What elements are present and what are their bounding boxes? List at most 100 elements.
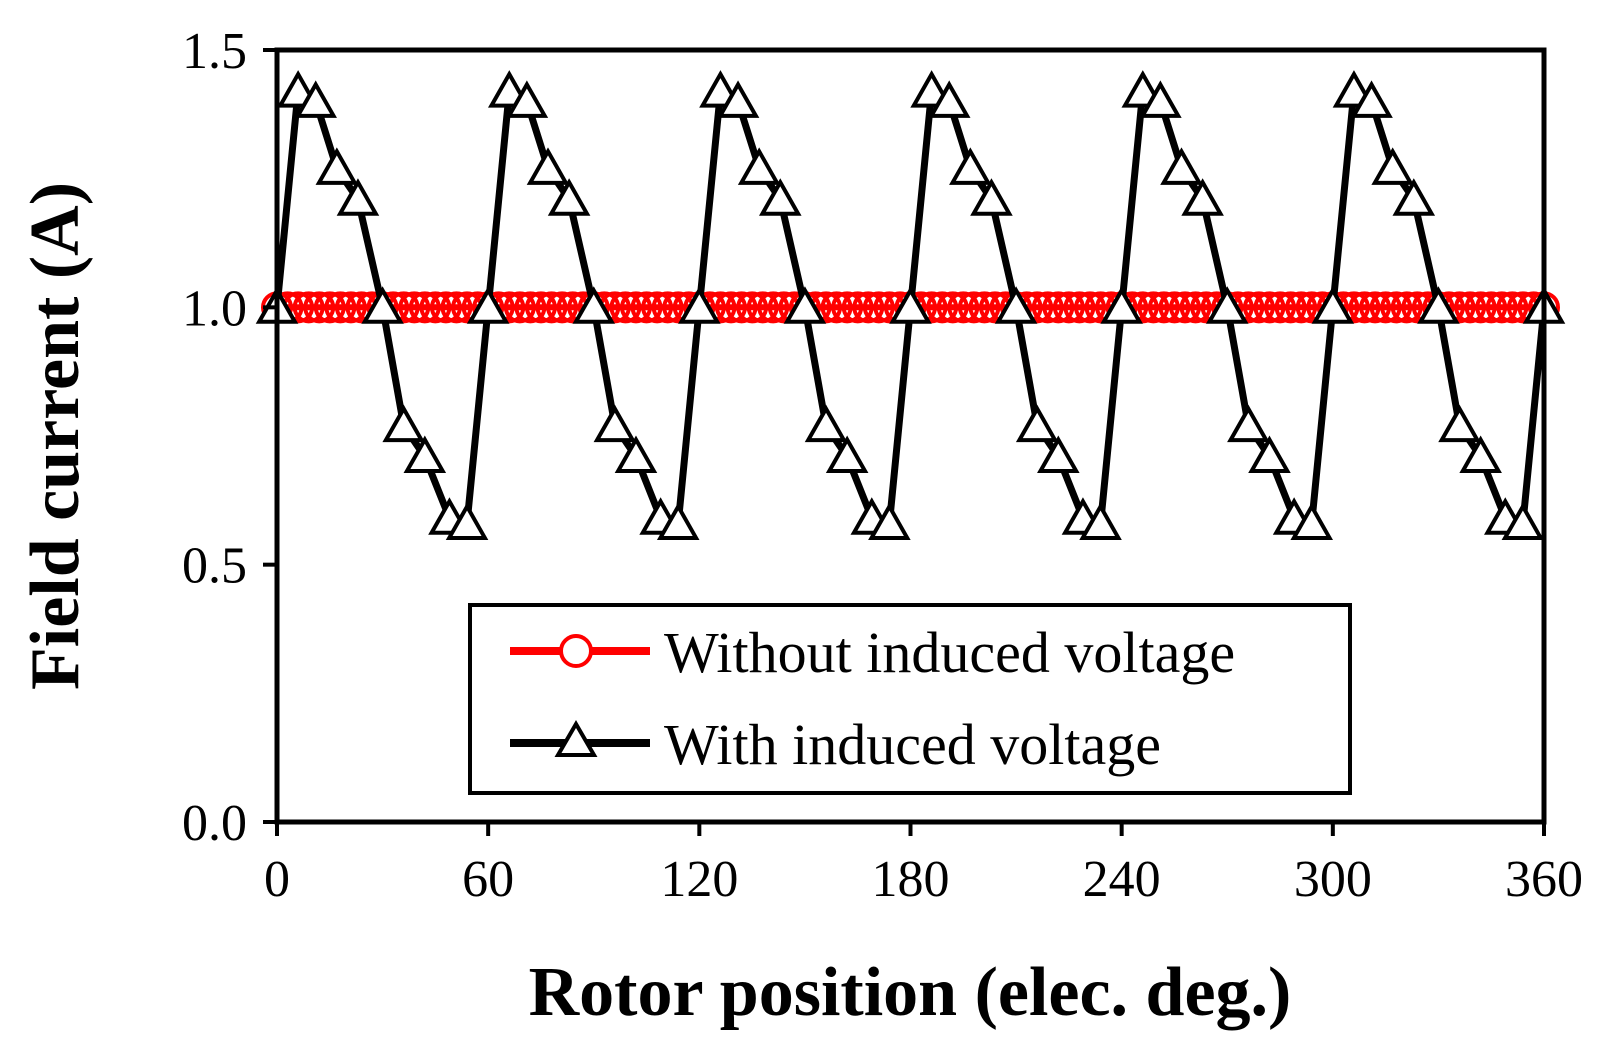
data-point-with-induced-voltage [804,404,848,443]
legend-box [468,603,1352,795]
data-point-with-induced-voltage [1205,286,1249,324]
data-point-without-induced-voltage [1348,291,1381,324]
data-point-with-induced-voltage [678,286,721,324]
data-point-with-induced-voltage [547,178,591,216]
data-point-with-induced-voltage [868,502,911,540]
y-tick-label: 1.0 [182,280,247,337]
data-point-with-induced-voltage [656,502,700,540]
data-point-with-induced-voltage [361,286,404,324]
data-point-with-induced-voltage [593,404,637,443]
y-tick-label: 0.0 [182,795,247,852]
data-point-without-induced-voltage [1359,291,1392,324]
x-tick-label: 0 [264,851,290,908]
data-point-without-induced-voltage [334,291,367,324]
data-point-without-induced-voltage [841,291,874,324]
data-point-with-induced-voltage [294,80,337,118]
data-point-without-induced-voltage [736,291,769,324]
data-point-without-induced-voltage [947,291,980,324]
data-point-without-induced-voltage [1274,291,1307,324]
data-point-without-induced-voltage [746,291,779,324]
data-point-with-induced-voltage [1015,404,1059,443]
x-tick-label: 60 [462,851,514,908]
data-point-with-induced-voltage [889,286,932,324]
data-point-without-induced-voltage [524,291,557,324]
data-point-without-induced-voltage [641,291,674,324]
data-point-without-induced-voltage [957,291,990,324]
data-point-without-induced-voltage [1073,291,1106,324]
data-point-with-induced-voltage [1037,435,1080,474]
data-point-with-induced-voltage [403,435,447,474]
data-point-without-induced-voltage [398,291,431,324]
series-layer [255,70,1566,540]
data-point-without-induced-voltage [1264,291,1297,324]
legend-marker-circle [559,634,593,668]
data-point-without-induced-voltage [1454,291,1487,324]
data-point-with-induced-voltage [445,502,489,540]
legend-entry-without-induced-voltage: Without induced voltage [510,620,1235,685]
data-point-without-induced-voltage [419,291,452,324]
data-point-with-induced-voltage [1438,404,1481,443]
series-with-induced-voltage [255,70,1566,540]
x-tick-label: 180 [872,851,950,908]
data-point-with-induced-voltage [758,178,802,216]
data-point-without-induced-voltage [1475,291,1508,324]
legend-entry-with-induced-voltage: With induced voltage [510,712,1161,777]
data-point-without-induced-voltage [651,291,684,324]
data-point-without-induced-voltage [1464,291,1497,324]
data-point-with-induced-voltage [1227,404,1270,443]
legend: Without induced voltage With induced vol… [468,603,1352,795]
data-point-without-induced-voltage [1496,291,1529,324]
data-point-without-induced-voltage [852,291,885,324]
data-point-with-induced-voltage [949,147,992,185]
data-point-without-induced-voltage [440,291,473,324]
data-point-without-induced-voltage [514,291,547,324]
data-point-with-induced-voltage [614,435,658,474]
legend-label-without-induced-voltage: Without induced voltage [664,620,1235,685]
data-point-without-induced-voltage [715,291,748,324]
data-point-without-induced-voltage [862,291,895,324]
data-point-with-induced-voltage [1501,502,1545,540]
data-point-without-induced-voltage [936,291,969,324]
data-point-with-induced-voltage [1181,178,1224,216]
data-point-with-induced-voltage [716,80,760,118]
data-point-with-induced-voltage [1459,435,1502,474]
legend-marker-triangle [554,720,598,757]
data-point-with-induced-voltage [994,286,1038,324]
data-point-without-induced-voltage [831,291,864,324]
data-point-with-induced-voltage [1392,178,1436,216]
data-point-without-induced-voltage [535,291,568,324]
data-point-without-induced-voltage [630,291,663,324]
legend-label-with-induced-voltage: With induced voltage [664,712,1161,777]
data-point-without-induced-voltage [546,291,579,324]
data-point-without-induced-voltage [1052,291,1085,324]
data-point-with-induced-voltage [825,435,869,474]
data-point-with-induced-voltage [927,80,971,118]
data-point-with-induced-voltage [382,404,425,443]
y-axis-title: Field current (A) [17,182,94,690]
data-point-without-induced-voltage [926,291,959,324]
data-point-without-induced-voltage [429,291,462,324]
data-point-with-induced-voltage [505,80,549,118]
data-point-without-induced-voltage [1063,291,1096,324]
data-point-without-induced-voltage [1179,291,1212,324]
data-point-with-induced-voltage [315,147,359,185]
x-tick-label: 120 [660,851,738,908]
data-point-without-induced-voltage [1369,291,1402,324]
data-point-without-induced-voltage [725,291,758,324]
data-point-without-induced-voltage [503,291,536,324]
data-point-without-induced-voltage [1147,291,1180,324]
data-point-with-induced-voltage [1248,435,1291,474]
data-point-with-induced-voltage [1079,502,1122,540]
data-point-without-induced-voltage [619,291,652,324]
data-point-with-induced-voltage [1371,147,1414,185]
data-point-with-induced-voltage [336,178,380,216]
data-point-without-induced-voltage [1485,291,1518,324]
x-tick-label: 240 [1083,851,1161,908]
x-axis-title: Rotor position (elec. deg.) [529,954,1292,1031]
data-point-without-induced-voltage [1031,291,1064,324]
data-point-without-induced-voltage [1137,291,1170,324]
data-point-without-induced-voltage [609,291,642,324]
data-point-with-induced-voltage [572,286,616,324]
